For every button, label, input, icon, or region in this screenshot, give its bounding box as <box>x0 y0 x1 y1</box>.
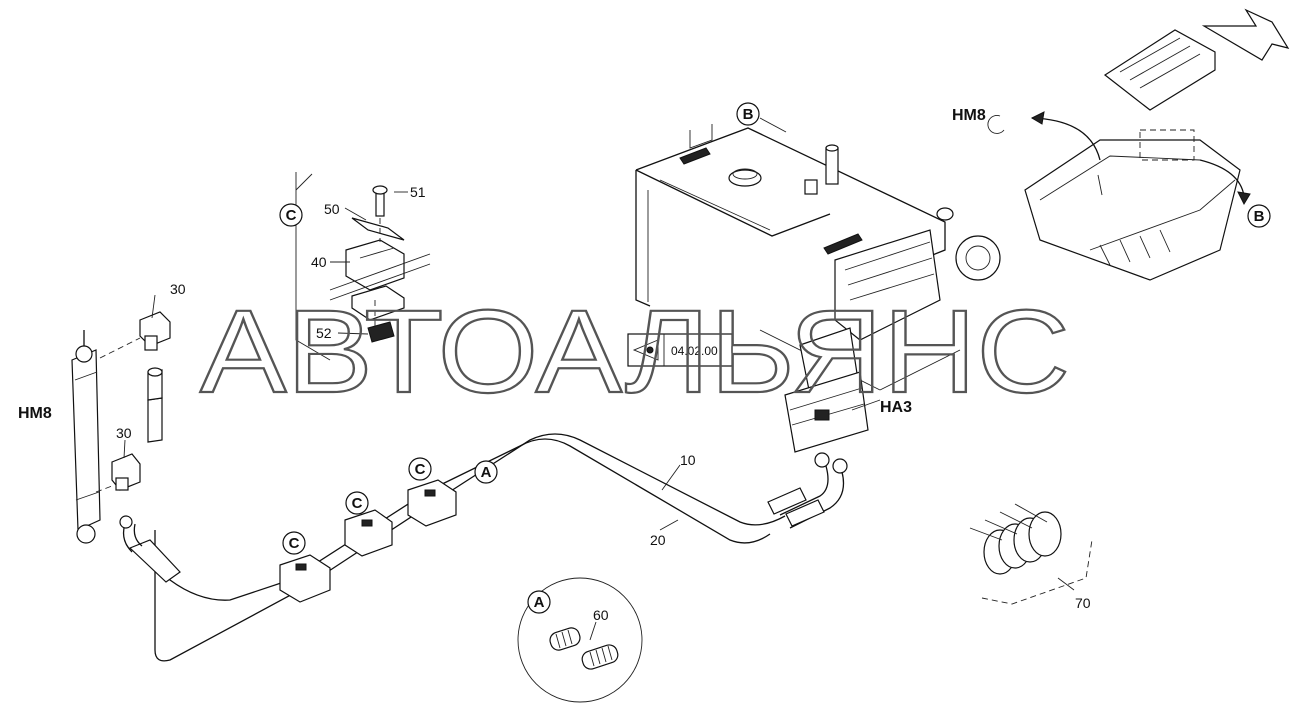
callout-c-4-label: C <box>415 461 426 478</box>
part-60-label: 60 <box>593 607 609 623</box>
detail-a <box>517 577 643 703</box>
leader-lines <box>123 117 1075 641</box>
part-52-label: 52 <box>316 325 332 341</box>
hoses <box>119 367 845 662</box>
callout-b-2-label: B <box>1254 208 1265 225</box>
clamp-detail <box>295 172 431 361</box>
part-30-lower-label: 30 <box>116 425 132 441</box>
part-30-upper-label: 30 <box>170 281 186 297</box>
hm8-left-label: HM8 <box>18 405 52 422</box>
frame-tank <box>635 124 1001 391</box>
watermark: АВТОАЛЬЯНС <box>200 286 1070 418</box>
part-10-label: 10 <box>680 452 696 468</box>
part-51-label: 51 <box>410 184 426 200</box>
callout-c-2 <box>282 531 306 555</box>
callout-b-1-label: B <box>743 106 754 123</box>
part-70-label: 70 <box>1075 595 1091 611</box>
callout-c-4 <box>408 457 432 481</box>
ha3-label: HA3 <box>880 399 912 416</box>
callout-b-2 <box>1247 204 1271 228</box>
fittings <box>95 311 171 493</box>
callout-c-2-label: C <box>289 535 300 552</box>
callout-bubbles: C C C C A A B B <box>279 102 1271 614</box>
callout-c-1-label: C <box>286 207 297 224</box>
callout-a-2 <box>527 590 551 614</box>
part-20-label: 20 <box>650 532 666 548</box>
valve-block <box>784 229 941 474</box>
reference-label: 04.02.00 <box>671 344 718 358</box>
callout-c-1 <box>279 203 303 227</box>
hose-clamps <box>279 479 457 603</box>
callout-c-3-label: C <box>352 495 363 512</box>
callout-a-2-label: A <box>534 594 545 611</box>
cylinder-hm8 <box>71 330 101 544</box>
part-40-label: 40 <box>311 254 327 270</box>
part-50-label: 50 <box>324 201 340 217</box>
detail-70 <box>969 503 1093 605</box>
callout-a-1-label: A <box>481 464 492 481</box>
callout-b-1 <box>736 102 760 126</box>
callout-c-3 <box>345 491 369 515</box>
component-labels: HM8 HM8 HA3 <box>18 107 986 422</box>
reference-box: 04.02.00 <box>627 333 733 367</box>
paver-machine <box>987 8 1290 281</box>
callout-a-1 <box>474 460 498 484</box>
part-numbers: 51 50 40 52 30 30 10 20 60 70 <box>116 184 1091 623</box>
hm8-right-label: HM8 <box>952 107 986 124</box>
